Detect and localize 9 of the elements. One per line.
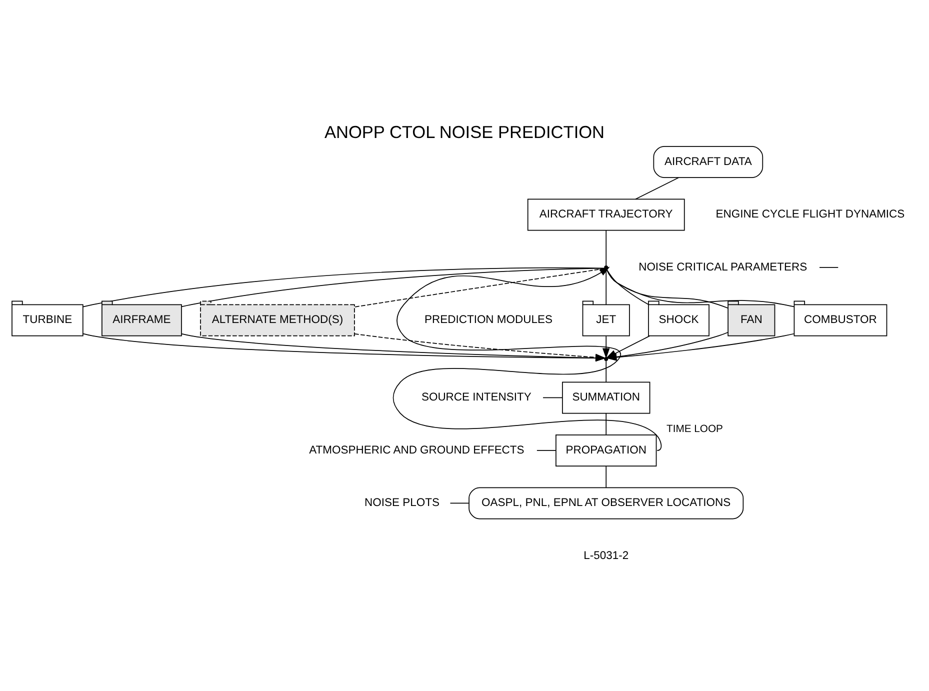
label: PREDICTION MODULES: [424, 314, 552, 326]
node-text: SOURCE INTENSITY: [421, 391, 532, 404]
node-text: ATMOSPHERIC AND GROUND EFFECTS: [309, 444, 524, 456]
node-text: NOISE PLOTS: [364, 496, 440, 509]
label: L-5031-2: [584, 549, 629, 562]
node-text: NOISE CRITICAL PARAMETERS: [638, 260, 808, 273]
edge-label: TIME LOOP: [666, 423, 723, 434]
label: ENGINE CYCLE FLIGHT DYNAMICS: [716, 208, 905, 220]
diagram-title: ANOPP CTOL NOISE PREDICTION: [324, 121, 605, 142]
